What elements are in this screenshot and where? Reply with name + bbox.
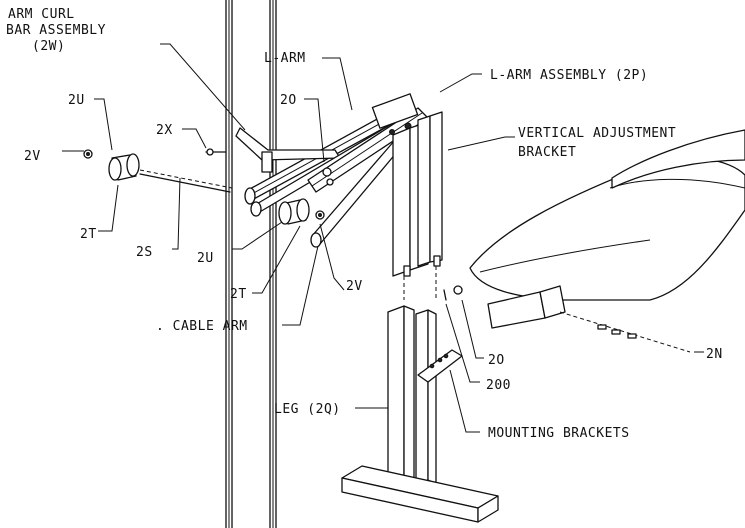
leg-stand [341,305,499,523]
label-2o-top: 2O [280,93,297,108]
roller-and-pin-parts [83,148,334,225]
label-2v-mid: 2V [346,279,363,294]
leader-lines [62,43,704,433]
label-arm-curl-line3: (2W) [32,39,65,54]
label-leg: LEG (2Q) [274,402,341,417]
label-2o-bottom: 2O [488,353,505,368]
label-200: 200 [486,378,511,393]
label-2v-left: 2V [24,149,41,164]
label-arm-curl-line1: ARM CURL [8,7,75,22]
label-2x: 2X [156,123,173,138]
label-2u-mid: 2U [197,251,214,266]
label-vertical-adjustment-line2: BRACKET [518,145,576,160]
label-2s: 2S [136,245,153,260]
label-2u-top: 2U [68,93,85,108]
label-arm-curl-line2: BAR ASSEMBLY [6,23,106,38]
label-l-arm: L-ARM [264,51,306,66]
label-cable-arm: . CABLE ARM [156,319,248,334]
callout-labels: ARM CURL BAR ASSEMBLY (2W) L-ARM L-ARM A… [6,7,723,441]
vertical-frame-posts [225,0,277,528]
vertical-adjustment-bracket [392,111,443,300]
label-vertical-adjustment-line1: VERTICAL ADJUSTMENT [518,126,676,141]
label-l-arm-assembly: L-ARM ASSEMBLY (2P) [490,68,648,83]
label-2t-mid: 2T [230,287,247,302]
seat-pad [443,129,745,353]
label-2t-left: 2T [80,227,97,242]
label-mounting-brackets: MOUNTING BRACKETS [488,426,630,441]
label-2n: 2N [706,347,723,362]
